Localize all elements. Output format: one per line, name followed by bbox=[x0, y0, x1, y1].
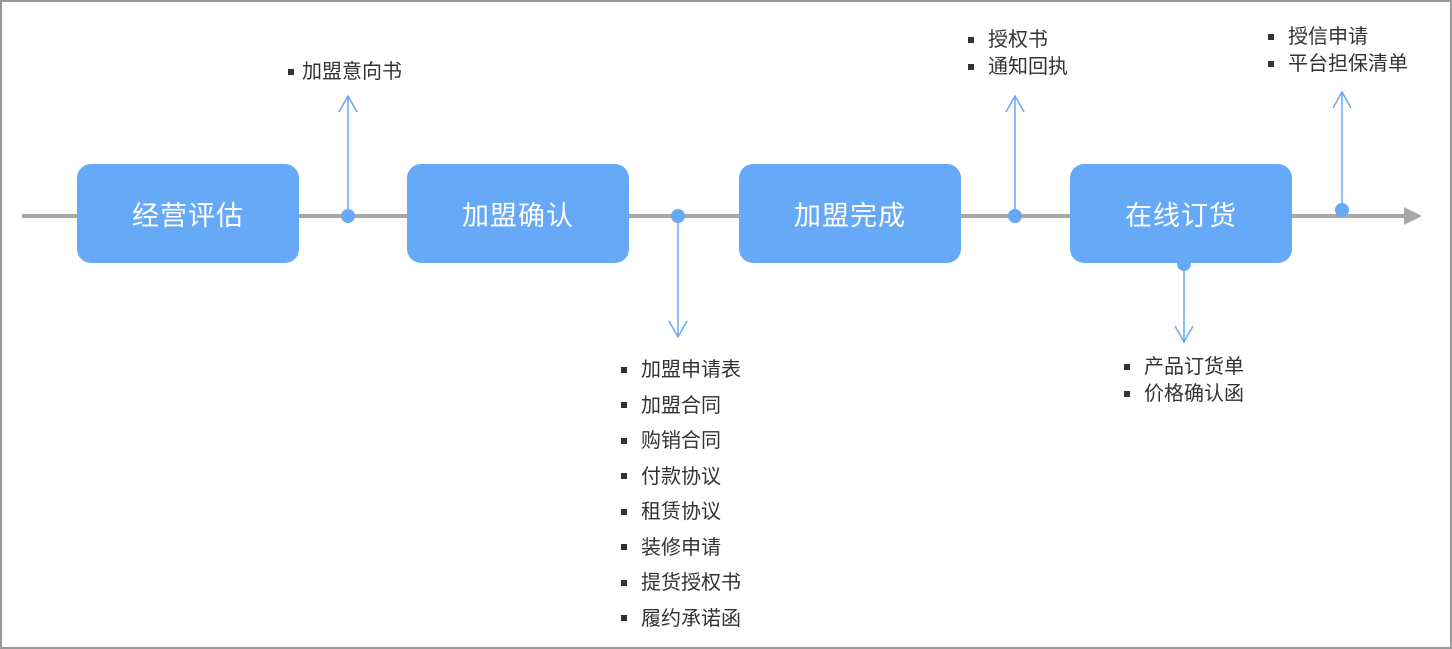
docs-after-order: 授信申请 平台担保清单 bbox=[1268, 23, 1408, 77]
connector-evaluation-arrowhead bbox=[338, 94, 358, 113]
docs-confirmation: 加盟申请表 加盟合同 购销合同 付款协议 租赁协议 装修申请 提货授权书 履约承… bbox=[621, 352, 741, 636]
connector-completion-arrowhead bbox=[1005, 94, 1025, 113]
doc-item: 产品订货单 bbox=[1124, 353, 1244, 380]
docs-completion: 授权书 通知回执 bbox=[968, 26, 1068, 80]
connector-order-arrowhead bbox=[1174, 325, 1194, 344]
stage-evaluation: 经营评估 bbox=[77, 164, 299, 263]
doc-item: 价格确认函 bbox=[1124, 380, 1244, 407]
connector-confirmation-arrowhead bbox=[668, 320, 688, 339]
doc-item: 授信申请 bbox=[1268, 23, 1408, 50]
doc-item: 租赁协议 bbox=[621, 494, 741, 530]
docs-online-order: 产品订货单 价格确认函 bbox=[1124, 353, 1244, 407]
connector-confirmation-dot bbox=[671, 209, 685, 223]
doc-item: 购销合同 bbox=[621, 423, 741, 459]
doc-item: 加盟合同 bbox=[621, 388, 741, 424]
doc-item: 授权书 bbox=[968, 26, 1068, 53]
doc-item: 加盟意向书 bbox=[288, 58, 402, 85]
doc-item: 通知回执 bbox=[968, 53, 1068, 80]
connector-evaluation-dot bbox=[341, 209, 355, 223]
doc-item: 付款协议 bbox=[621, 459, 741, 495]
connector-after-order-dot bbox=[1335, 203, 1349, 217]
stage-completion: 加盟完成 bbox=[739, 164, 961, 263]
connector-after-order-arrowhead bbox=[1332, 90, 1352, 109]
doc-item: 履约承诺函 bbox=[621, 601, 741, 637]
stage-confirmation: 加盟确认 bbox=[407, 164, 629, 263]
stage-online-order: 在线订货 bbox=[1070, 164, 1292, 263]
connector-completion-dot bbox=[1008, 209, 1022, 223]
doc-item: 提货授权书 bbox=[621, 565, 741, 601]
doc-item: 平台担保清单 bbox=[1268, 50, 1408, 77]
timeline-arrowhead bbox=[1404, 207, 1422, 225]
doc-item: 装修申请 bbox=[621, 530, 741, 566]
doc-item: 加盟申请表 bbox=[621, 352, 741, 388]
docs-evaluation: 加盟意向书 bbox=[288, 58, 402, 85]
